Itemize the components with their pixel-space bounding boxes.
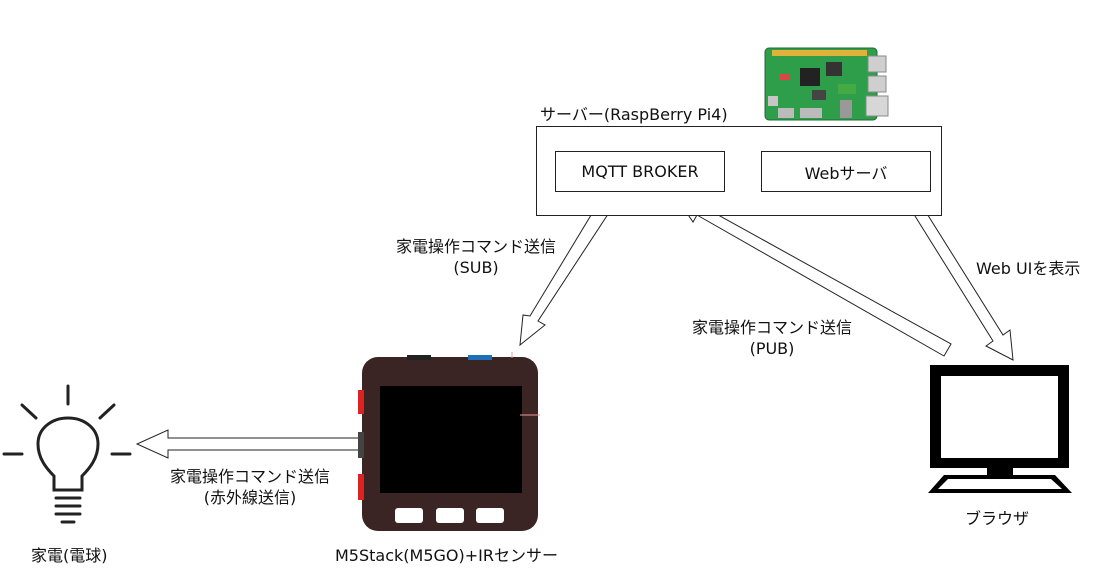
m5stack-device-icon xyxy=(358,352,540,532)
web-server-label: Webサーバ xyxy=(804,163,888,183)
sub-label-line2: (SUB) xyxy=(453,258,499,277)
sub-label-line1: 家電操作コマンド送信 xyxy=(395,237,556,256)
pub-label-line2: (PUB) xyxy=(749,339,795,358)
raspberry-pi-icon xyxy=(764,47,889,121)
ir-label-line2: (赤外線送信) xyxy=(203,488,297,507)
ir-label-line1: 家電操作コマンド送信 xyxy=(169,467,330,486)
ir-arrow xyxy=(135,429,362,459)
server-title: サーバー(RaspBerry Pi4) xyxy=(540,105,728,124)
browser-label: ブラウザ xyxy=(965,509,1030,528)
m5stack-label: M5Stack(M5GO)+IRセンサー xyxy=(335,546,558,565)
mqtt-broker-box: MQTT BROKER xyxy=(555,151,725,192)
web-ui-arrow-label: Web UIを表示 xyxy=(976,259,1081,278)
appliance-label: 家電(電球) xyxy=(31,546,108,565)
sub-arrow xyxy=(519,196,615,347)
web-server-box: Webサーバ xyxy=(761,151,931,192)
pub-label-line1: 家電操作コマンド送信 xyxy=(691,318,852,337)
web-ui-arrow xyxy=(904,192,1014,361)
pub-arrow-label: 家電操作コマンド送信 (PUB) xyxy=(676,317,868,359)
ir-arrow-label: 家電操作コマンド送信 (赤外線送信) xyxy=(154,466,346,508)
sub-arrow-label: 家電操作コマンド送信 (SUB) xyxy=(380,236,572,278)
computer-icon xyxy=(928,365,1072,493)
light-bulb-icon xyxy=(2,384,132,524)
mqtt-broker-label: MQTT BROKER xyxy=(581,162,699,181)
